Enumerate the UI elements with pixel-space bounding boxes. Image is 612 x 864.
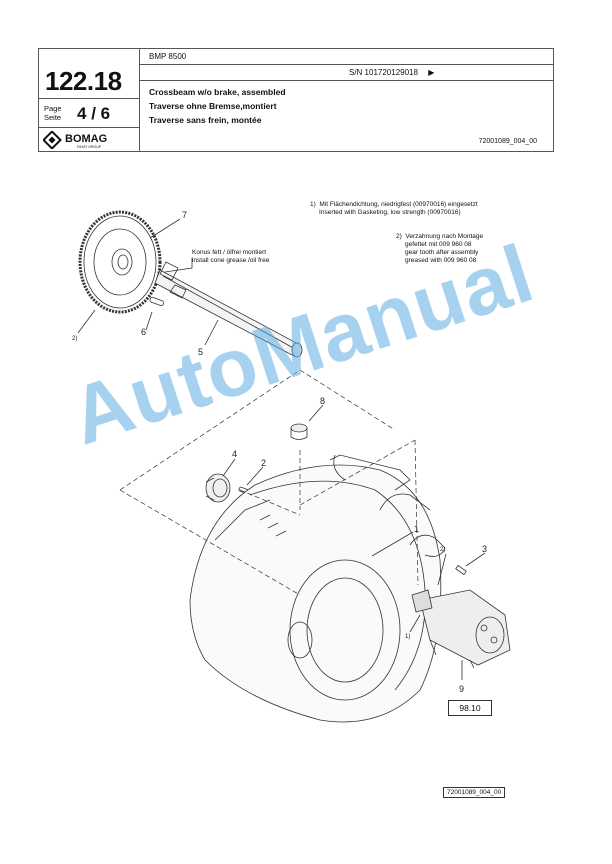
callout-1: 1 (414, 524, 419, 534)
assembly-note-2: 2) Verzahnung nach Montage gefettet mit … (396, 233, 484, 264)
plug-icon (290, 423, 308, 440)
cross-reference-box[interactable]: 98.10 (448, 700, 492, 716)
title-de: Traverse ohne Bremse,montiert (149, 101, 277, 111)
title-en: Crossbeam w/o brake, assembled (149, 87, 286, 97)
gear-icon (78, 210, 162, 314)
page-current: 4 (77, 104, 87, 123)
serial-text: S/N 101720129018 (349, 68, 418, 77)
brand-sub-text: FAYAT GROUP (77, 145, 102, 149)
serial-number: S/N 101720129018 ▶ (349, 68, 434, 77)
header-divider (139, 49, 140, 151)
bomag-logo: BOMAG FAYAT GROUP (42, 130, 133, 150)
callout-7: 7 (182, 210, 187, 220)
play-arrow-icon: ▶ (428, 68, 435, 77)
screw-icon (455, 564, 467, 576)
note-ref-motor-2: 2) (440, 547, 445, 553)
header-block: 122.18 Page Seite 4 / 6 BOMAG FAYAT GROU… (38, 48, 554, 152)
machine-model: BMP 8500 (149, 52, 187, 61)
header-divider (39, 127, 139, 128)
callout-2: 2 (261, 458, 266, 468)
callout-6: 6 (141, 327, 146, 337)
shaft-icon (154, 261, 303, 358)
page-indicator: 4 / 6 (77, 104, 110, 124)
header-divider (139, 80, 553, 81)
callout-9: 9 (459, 684, 464, 694)
footer-reference: 72001089_004_00 (443, 787, 506, 798)
key-icon (149, 296, 165, 307)
bomag-diamond-icon: BOMAG FAYAT GROUP (42, 130, 107, 150)
page-separator: / (91, 104, 96, 123)
cone-note: Konus fett / ölfrei montiert install con… (192, 249, 270, 264)
brand-text: BOMAG (65, 133, 107, 145)
note-ref-gear: 2) (72, 336, 77, 342)
callout-8: 8 (320, 396, 325, 406)
section-number: 122.18 (45, 66, 122, 96)
callout-4: 4 (232, 449, 237, 459)
title-fr: Traverse sans frein, montée (149, 115, 262, 125)
header-divider (139, 64, 553, 65)
callout-5: 5 (198, 347, 203, 357)
page-total: 6 (100, 104, 111, 123)
callout-3: 3 (482, 544, 487, 554)
note-ref-motor-1: 1) (405, 634, 410, 640)
assembly-note-1: 1) Mit Flächendichtung, niedrigfest (009… (310, 201, 478, 216)
doc-reference: 72001089_004_00 (478, 138, 537, 145)
header-divider (39, 98, 139, 99)
bearing-icon (205, 473, 231, 503)
hydraulic-motor-icon (411, 589, 511, 669)
page-label-de: Seite (44, 113, 62, 122)
page-label-en: Page (44, 104, 62, 113)
